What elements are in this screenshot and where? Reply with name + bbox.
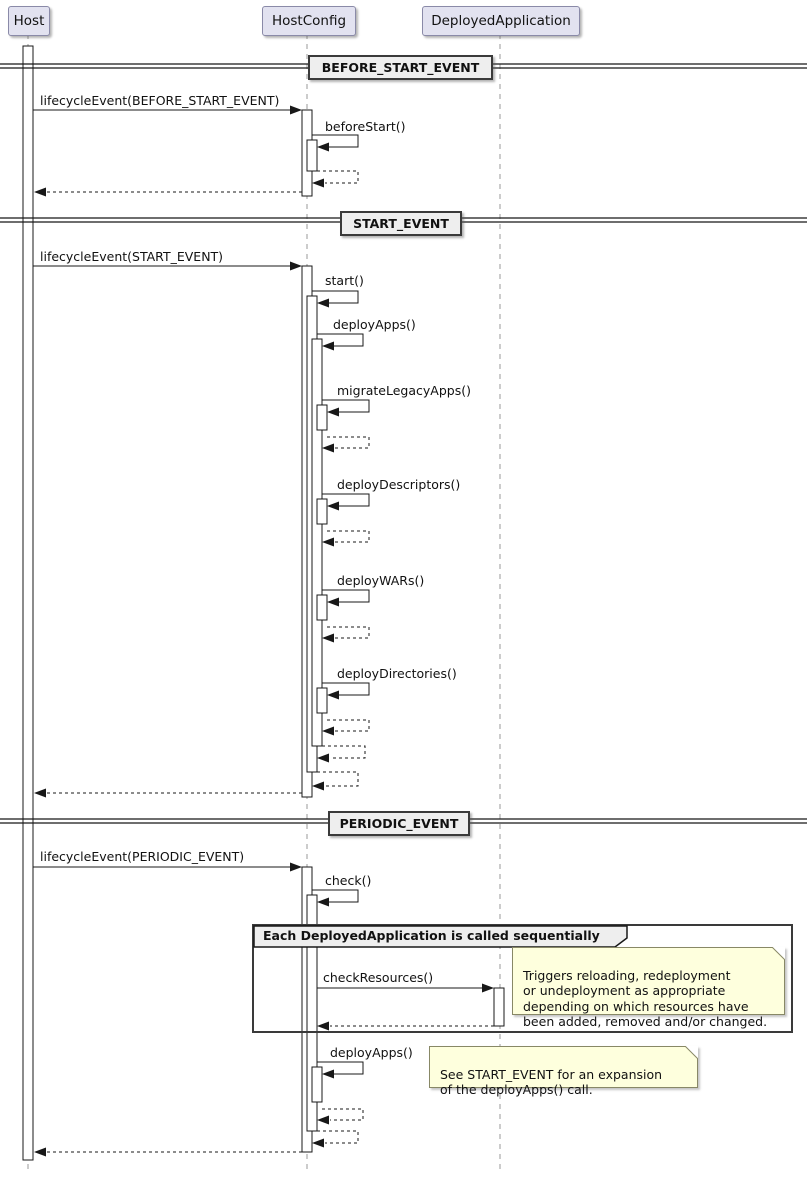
divider-periodic-event: PERIODIC_EVENT [328, 811, 470, 836]
arrowhead [34, 1147, 46, 1157]
return-beforestart [317, 170, 359, 184]
note-fold-icon [772, 947, 785, 960]
arrow-start [312, 290, 359, 304]
arrow-deploywars [322, 589, 370, 603]
divider-label: PERIODIC_EVENT [339, 816, 459, 831]
participant-hostconfig-label: HostConfig [271, 13, 347, 29]
arrowhead [317, 1021, 329, 1031]
activation-check [306, 894, 318, 1132]
arrow-deployapps-2 [317, 1061, 364, 1075]
activation-deployapps-2 [311, 1066, 323, 1103]
arrowhead [34, 788, 46, 798]
arrowhead [312, 178, 324, 188]
note-checkresources: Triggers reloading, redeployment or unde… [512, 947, 785, 1029]
activation-migratelegacyapps [316, 404, 328, 431]
arrowhead [327, 597, 339, 607]
arrow-deploydirectories [322, 682, 370, 696]
message-lifecycleevent-periodic: lifecycleEvent(PERIODIC_EVENT) [40, 849, 245, 864]
arrowhead [327, 501, 339, 511]
note-deployapps: See START_EVENT for an expansion of the … [429, 1046, 698, 1097]
return-deploydirectories [327, 719, 370, 732]
activation-beforestart [306, 139, 318, 172]
arrowhead [322, 633, 334, 643]
note-fold-icon [685, 1046, 698, 1059]
message-deploydirectories: deployDirectories() [337, 666, 457, 681]
message-deploydescriptors: deployDescriptors() [337, 477, 461, 492]
activation-deployapps-1 [311, 338, 323, 747]
group-header-label: Each DeployedApplication is called seque… [263, 928, 600, 943]
arrowhead [322, 1069, 334, 1079]
arrowhead [34, 187, 46, 197]
participant-host: Host [8, 6, 50, 36]
divider-start-event: START_EVENT [340, 211, 462, 236]
arrowhead [317, 753, 329, 763]
note-checkresources-text: Triggers reloading, redeployment or unde… [523, 967, 768, 1030]
arrowhead [317, 142, 329, 152]
activation-deploydirectories [316, 687, 328, 714]
arrowhead [317, 897, 329, 907]
arrowhead [322, 341, 334, 351]
return-deploydescriptors [327, 530, 370, 543]
activation-deployedapplication [493, 987, 505, 1027]
divider-label: START_EVENT [353, 216, 449, 231]
arrowhead [290, 105, 302, 115]
note-fold-line [685, 1046, 698, 1059]
message-start: start() [325, 273, 364, 288]
message-beforestart: beforeStart() [325, 119, 406, 134]
arrowhead [322, 537, 334, 547]
arrowhead [290, 261, 302, 271]
arrow-migratelegacyapps [322, 399, 370, 413]
message-lifecycleevent-start: lifecycleEvent(START_EVENT) [40, 249, 224, 264]
arrowhead [317, 1115, 329, 1125]
activation-host [22, 45, 34, 1161]
group-frame [252, 924, 793, 1033]
participant-host-label: Host [13, 13, 45, 29]
return-migratelegacyapps [327, 436, 370, 449]
note-deployapps-text: See START_EVENT for an expansion of the … [440, 1066, 663, 1098]
group-header-shape [253, 925, 628, 948]
note-fold-line [772, 947, 785, 960]
arrowhead [327, 407, 339, 417]
arrow-beforestart [312, 134, 359, 148]
arrowhead [290, 862, 302, 872]
return-deployapps-2 [322, 1108, 364, 1121]
message-check: check() [325, 873, 372, 888]
arrow-deploydescriptors [322, 493, 370, 507]
participant-deployedapplication: DeployedApplication [422, 6, 580, 36]
message-lifecycleevent-before-start: lifecycleEvent(BEFORE_START_EVENT) [40, 93, 280, 108]
arrowhead [312, 1138, 324, 1148]
message-deploywars: deployWARs() [337, 573, 425, 588]
return-deploywars [327, 626, 370, 639]
message-migratelegacyapps: migrateLegacyApps() [337, 383, 471, 398]
participant-deployedapplication-label: DeployedApplication [431, 13, 571, 29]
arrowhead [312, 781, 324, 791]
message-checkresources: checkResources() [323, 970, 434, 985]
arrowhead [327, 690, 339, 700]
participant-hostconfig: HostConfig [262, 6, 356, 36]
activation-deploydescriptors [316, 498, 328, 525]
divider-before-start-event: BEFORE_START_EVENT [308, 55, 493, 80]
arrow-check [312, 889, 359, 903]
arrowhead [482, 983, 494, 993]
message-deployapps-1: deployApps() [333, 317, 416, 332]
arrowhead [322, 726, 334, 736]
arrowhead [317, 298, 329, 308]
arrow-deployapps-1 [317, 333, 364, 347]
message-deployapps-2: deployApps() [330, 1045, 413, 1060]
return-check [317, 1130, 359, 1144]
arrowhead [322, 443, 334, 453]
return-deployapps-1 [322, 745, 366, 759]
activation-deploywars [316, 594, 328, 621]
divider-label: BEFORE_START_EVENT [321, 60, 480, 75]
return-start [317, 771, 359, 787]
